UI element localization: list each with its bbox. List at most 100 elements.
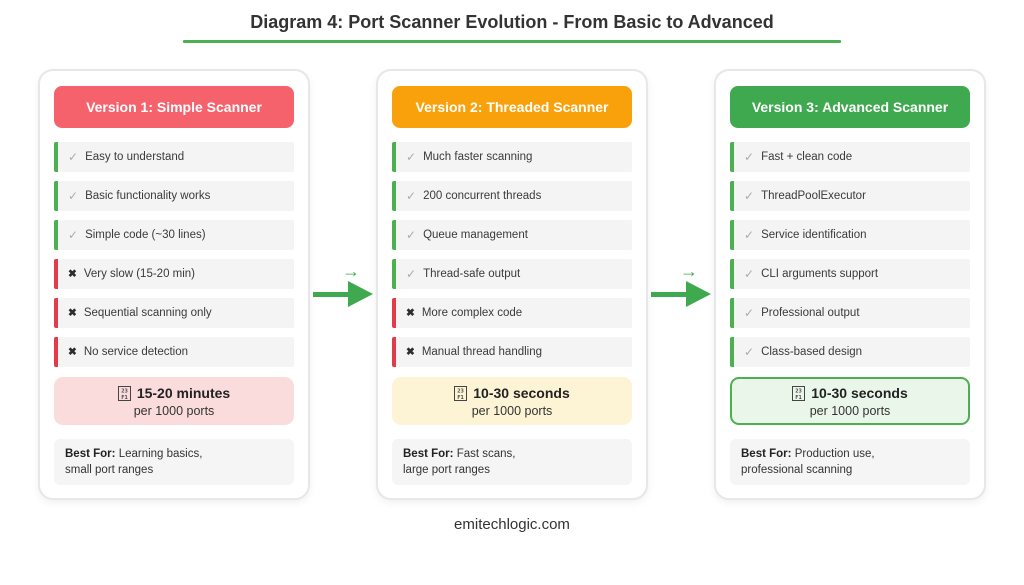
feature-row: ✓ Class-based design (730, 337, 970, 367)
feature-row: ✓ Professional output (730, 298, 970, 328)
feature-row: ✖ Very slow (15-20 min) (54, 259, 294, 289)
timing-box: 23 F1 10-30 seconds per 1000 ports (730, 377, 970, 425)
best-for-box: Best For: Learning basics, small port ra… (54, 439, 294, 486)
card-version-3: Version 3: Advanced Scanner ✓ Fast + cle… (714, 69, 986, 501)
feature-text: ThreadPoolExecutor (761, 190, 866, 202)
feature-row: ✓ Much faster scanning (392, 142, 632, 172)
feature-row: ✓ Easy to understand (54, 142, 294, 172)
arrow-head (348, 281, 373, 308)
feature-row: ✖ More complex code (392, 298, 632, 328)
feature-row: ✓ Simple code (~30 lines) (54, 220, 294, 250)
feature-text: Fast + clean code (761, 151, 853, 163)
check-icon: ✓ (406, 150, 417, 164)
best-for-label: Best For: (403, 448, 454, 460)
card-v3-header: Version 3: Advanced Scanner (730, 86, 970, 128)
feature-text: CLI arguments support (761, 268, 879, 280)
timing-value: 10-30 seconds (811, 385, 908, 401)
check-icon: ✓ (68, 228, 79, 242)
stopwatch-tofu-icon: 23 F1 (792, 385, 806, 401)
feature-row: ✓ Queue management (392, 220, 632, 250)
feature-text: Very slow (15-20 min) (83, 268, 196, 280)
arrow-shaft (313, 291, 348, 297)
best-for-line1: Fast scans, (456, 448, 516, 460)
transition-arrow-2: → (648, 69, 714, 500)
svg-text:23: 23 (121, 388, 128, 394)
check-icon: ✓ (744, 345, 755, 359)
best-for-line2: small port ranges (65, 464, 154, 477)
feature-row: ✖ Sequential scanning only (54, 298, 294, 328)
feature-text: Much faster scanning (423, 151, 533, 163)
best-for-line2: large port ranges (403, 464, 490, 477)
feature-row: ✓ Service identification (730, 220, 970, 250)
cross-icon: ✖ (68, 307, 77, 319)
arrow-shaft (651, 291, 686, 297)
feature-text: Simple code (~30 lines) (85, 229, 206, 241)
feature-text: Sequential scanning only (83, 307, 212, 319)
timing-main: 23 F1 10-30 seconds (392, 385, 632, 401)
check-icon: ✓ (68, 189, 79, 203)
feature-row: ✖ Manual thread handling (392, 337, 632, 367)
feature-text: No service detection (83, 346, 189, 358)
check-icon: ✓ (68, 150, 79, 164)
feature-row: ✓ 200 concurrent threads (392, 181, 632, 211)
best-for-line1: Production use, (794, 448, 875, 460)
best-for-label: Best For: (741, 448, 792, 460)
svg-text:F1: F1 (457, 395, 464, 401)
feature-text: Easy to understand (85, 151, 185, 163)
card-v2-header: Version 2: Threaded Scanner (392, 86, 632, 128)
card-v1-header: Version 1: Simple Scanner (54, 86, 294, 128)
svg-text:F1: F1 (121, 395, 128, 401)
page-title: Diagram 4: Port Scanner Evolution - From… (250, 12, 774, 32)
feature-row: ✓ ThreadPoolExecutor (730, 181, 970, 211)
feature-text: Thread-safe output (423, 268, 521, 280)
best-for-label: Best For: (65, 448, 116, 460)
check-icon: ✓ (744, 306, 755, 320)
best-for-line1: Learning basics, (118, 448, 203, 460)
feature-text: Manual thread handling (421, 346, 543, 358)
transition-arrow-1: → (310, 69, 376, 500)
feature-text: Service identification (761, 229, 867, 241)
timing-box: 23 F1 15-20 minutes per 1000 ports (54, 377, 294, 425)
feature-row: ✓ Basic functionality works (54, 181, 294, 211)
big-arrow-icon (313, 281, 373, 308)
svg-text:23: 23 (795, 388, 802, 394)
timing-box: 23 F1 10-30 seconds per 1000 ports (392, 377, 632, 425)
timing-sub: per 1000 ports (133, 404, 215, 418)
svg-text:F1: F1 (795, 395, 802, 401)
feature-row: ✓ CLI arguments support (730, 259, 970, 289)
feature-text: Class-based design (761, 346, 863, 358)
timing-main: 23 F1 15-20 minutes (54, 385, 294, 401)
timing-sub: per 1000 ports (471, 404, 553, 418)
feature-row: ✓ Thread-safe output (392, 259, 632, 289)
check-icon: ✓ (406, 189, 417, 203)
best-for-box: Best For: Fast scans, large port ranges (392, 439, 632, 486)
timing-value: 10-30 seconds (473, 385, 570, 401)
feature-text: More complex code (421, 307, 523, 319)
big-arrow-icon (651, 281, 711, 308)
feature-row: ✖ No service detection (54, 337, 294, 367)
best-for-line2: professional scanning (741, 464, 853, 477)
check-icon: ✓ (744, 150, 755, 164)
svg-text:23: 23 (457, 388, 464, 394)
timing-main: 23 F1 10-30 seconds (732, 385, 968, 401)
feature-text: Queue management (423, 229, 528, 241)
cross-icon: ✖ (68, 268, 77, 280)
timing-sub: per 1000 ports (809, 404, 891, 418)
check-icon: ✓ (406, 267, 417, 281)
card-version-2: Version 2: Threaded Scanner ✓ Much faste… (376, 69, 648, 501)
stopwatch-tofu-icon: 23 F1 (117, 385, 131, 401)
cards-row: Version 1: Simple Scanner ✓ Easy to unde… (0, 69, 1024, 501)
cross-icon: ✖ (68, 346, 77, 358)
small-arrow-icon: → (680, 261, 698, 282)
cross-icon: ✖ (406, 346, 415, 358)
feature-row: ✓ Fast + clean code (730, 142, 970, 172)
check-icon: ✓ (744, 267, 755, 281)
check-icon: ✓ (744, 228, 755, 242)
check-icon: ✓ (406, 228, 417, 242)
feature-text: Basic functionality works (85, 190, 211, 202)
feature-text: 200 concurrent threads (423, 190, 542, 202)
timing-value: 15-20 minutes (136, 385, 231, 401)
small-arrow-icon: → (342, 261, 360, 282)
site-watermark: emitechlogic.com (454, 516, 570, 534)
